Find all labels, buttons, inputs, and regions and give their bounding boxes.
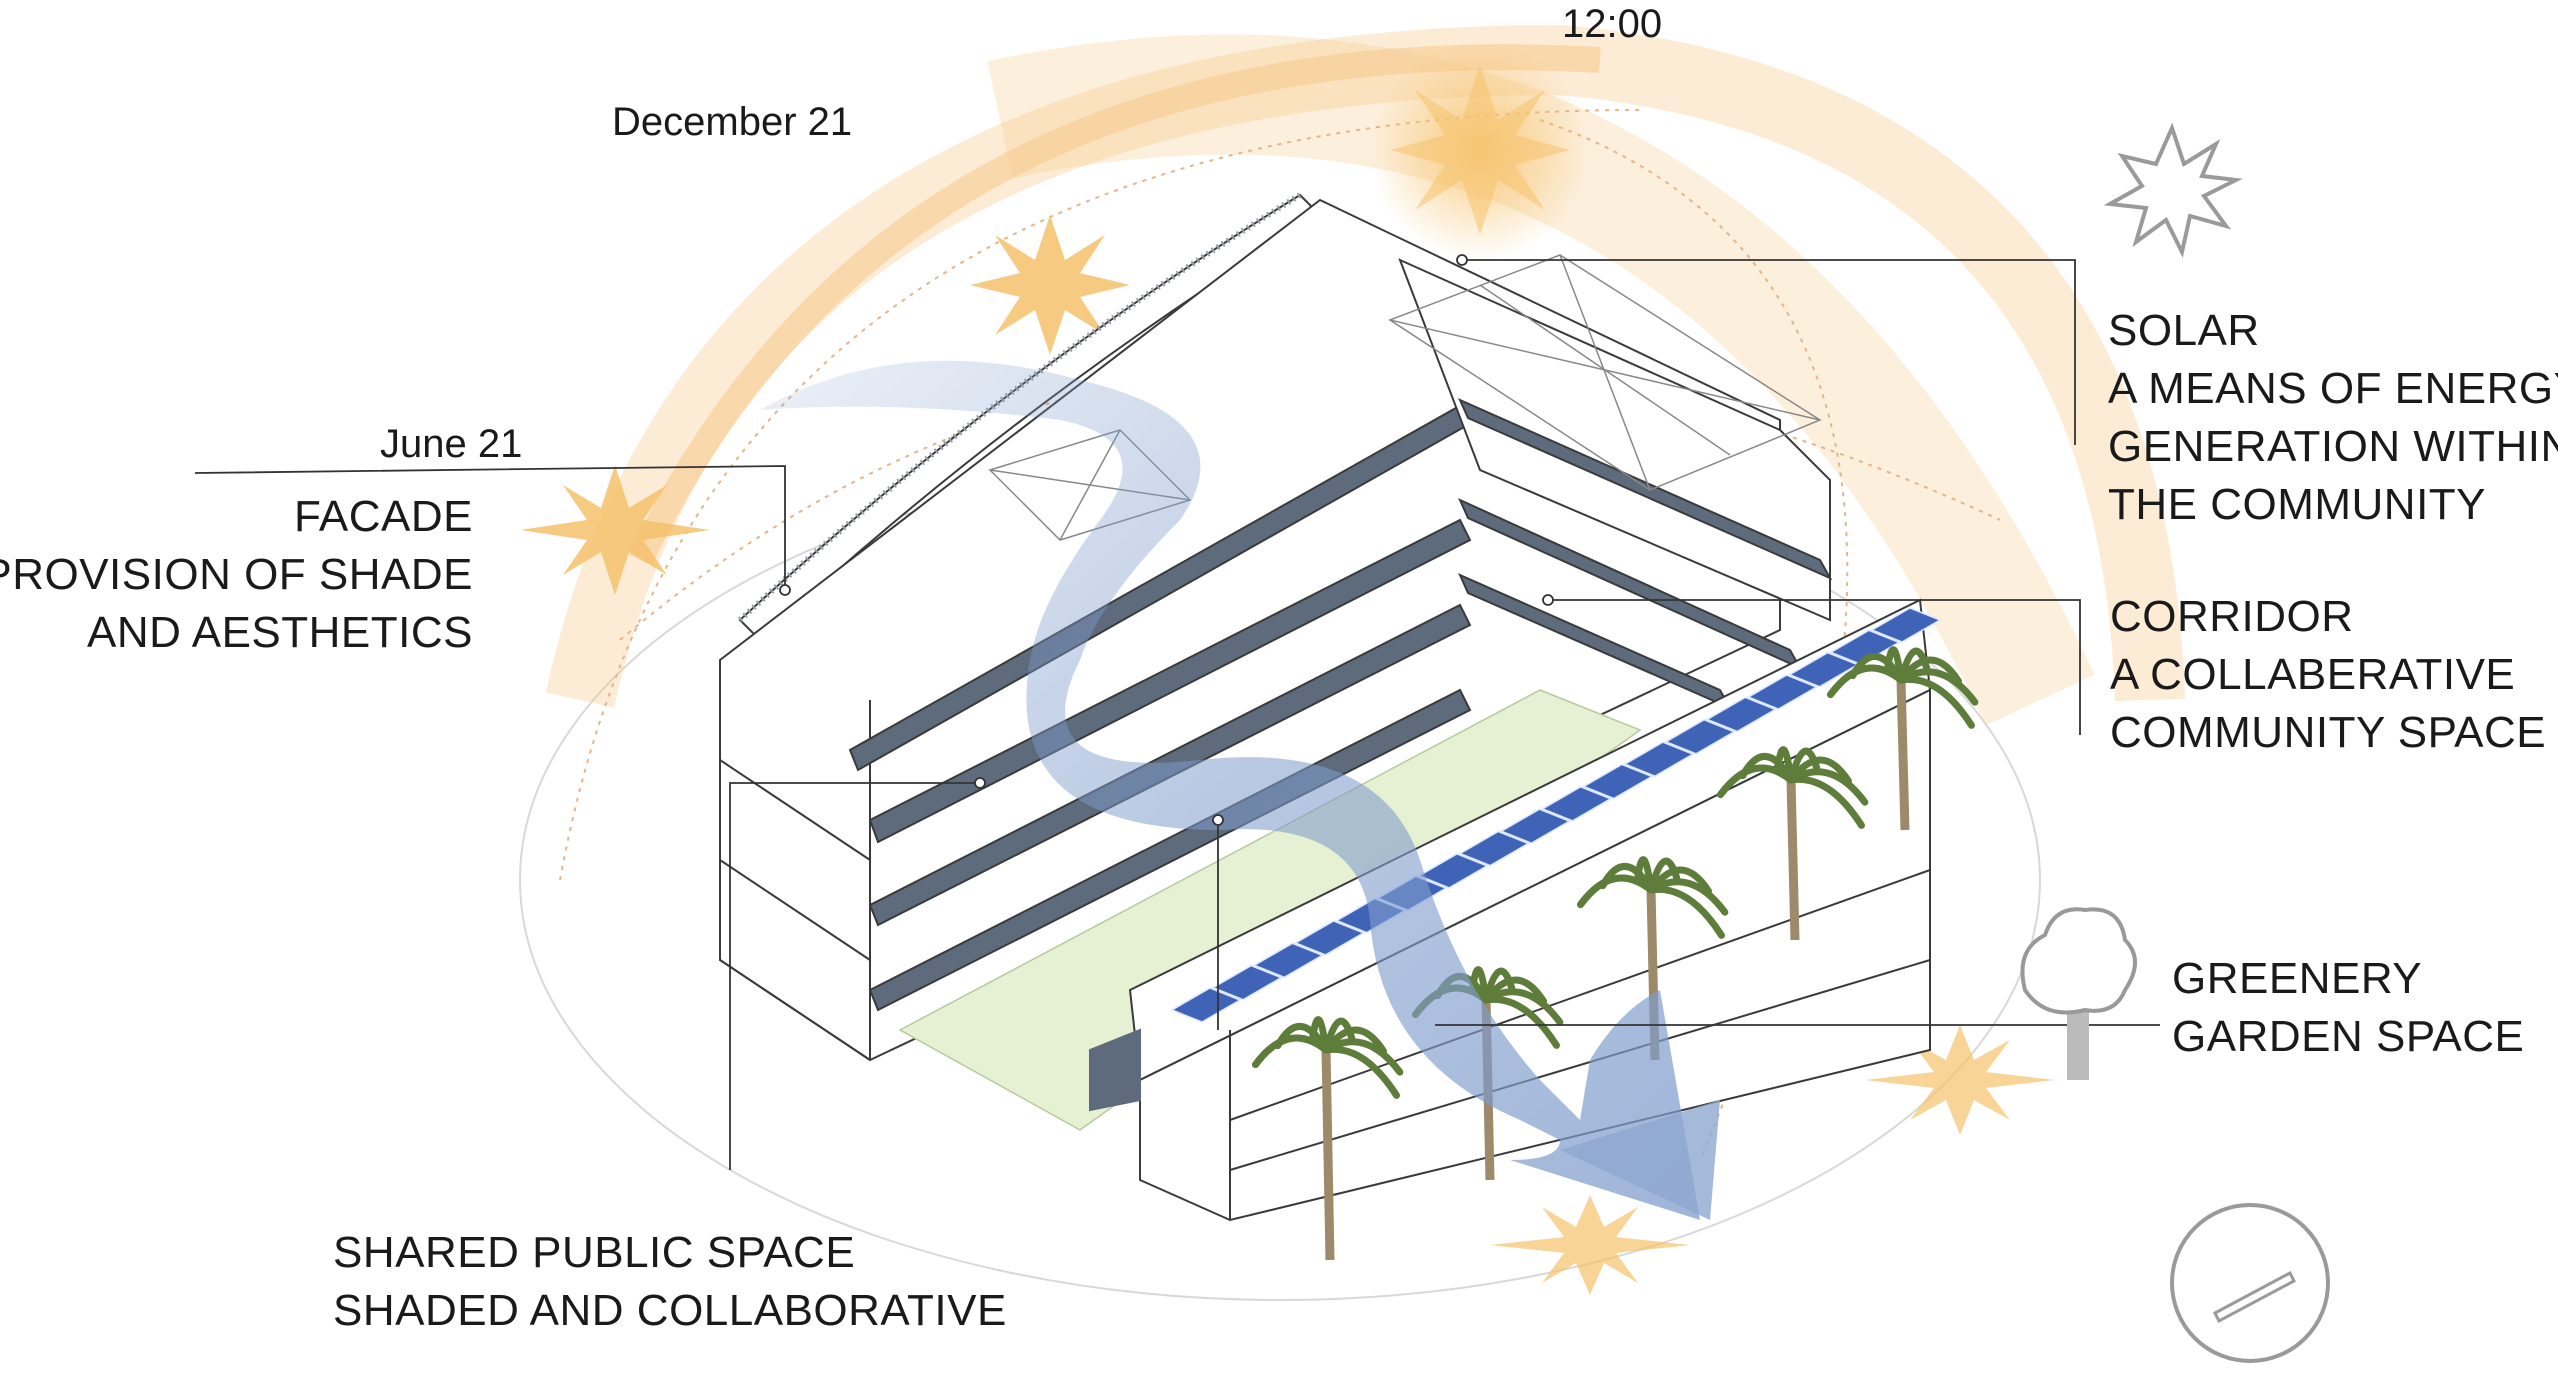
corridor-callout-line-1: CORRIDOR (2110, 588, 2546, 646)
sun-noon (1370, 40, 1590, 260)
solar-callout-line-1: SOLAR (2108, 302, 2558, 360)
corridor-callout: CORRIDOR A COLLABERATIVE COMMUNITY SPACE (2110, 588, 2546, 762)
north-compass-icon (2172, 1205, 2328, 1361)
sun-icon (2110, 128, 2236, 252)
corridor-callout-line-3: COMMUNITY SPACE (2110, 704, 2546, 762)
greenery-callout-line-1: GREENERY (2172, 950, 2524, 1008)
time-label-december: December 21 (612, 100, 852, 145)
shared-space-callout: SHARED PUBLIC SPACE SHADED AND COLLABORA… (333, 1224, 1007, 1340)
time-label-june: June 21 (380, 422, 522, 467)
tree-icon (2023, 909, 2136, 1080)
facade-callout-line-2: PROVISION OF SHADE (0, 546, 473, 604)
corridor-callout-line-2: A COLLABERATIVE (2110, 646, 2546, 704)
solar-callout-line-2: A MEANS OF ENERGY (2108, 360, 2558, 418)
shared-space-callout-line-2: SHADED AND COLLABORATIVE (333, 1282, 1007, 1340)
facade-callout-line-3: AND AESTHETICS (0, 604, 473, 662)
facade-callout: FACADE PROVISION OF SHADE AND AESTHETICS (0, 488, 473, 662)
facade-callout-line-1: FACADE (0, 488, 473, 546)
solar-callout: SOLAR A MEANS OF ENERGY GENERATION WITHI… (2108, 302, 2558, 534)
sun-setting (1490, 1195, 1690, 1295)
greenery-callout: GREENERY GARDEN SPACE (2172, 950, 2524, 1066)
solar-callout-line-3: GENERATION WITHIN (2108, 418, 2558, 476)
solar-callout-line-4: THE COMMUNITY (2108, 476, 2558, 534)
shared-space-callout-line-1: SHARED PUBLIC SPACE (333, 1224, 1007, 1282)
greenery-callout-line-2: GARDEN SPACE (2172, 1008, 2524, 1066)
time-label-noon: 12:00 (1562, 2, 1662, 47)
